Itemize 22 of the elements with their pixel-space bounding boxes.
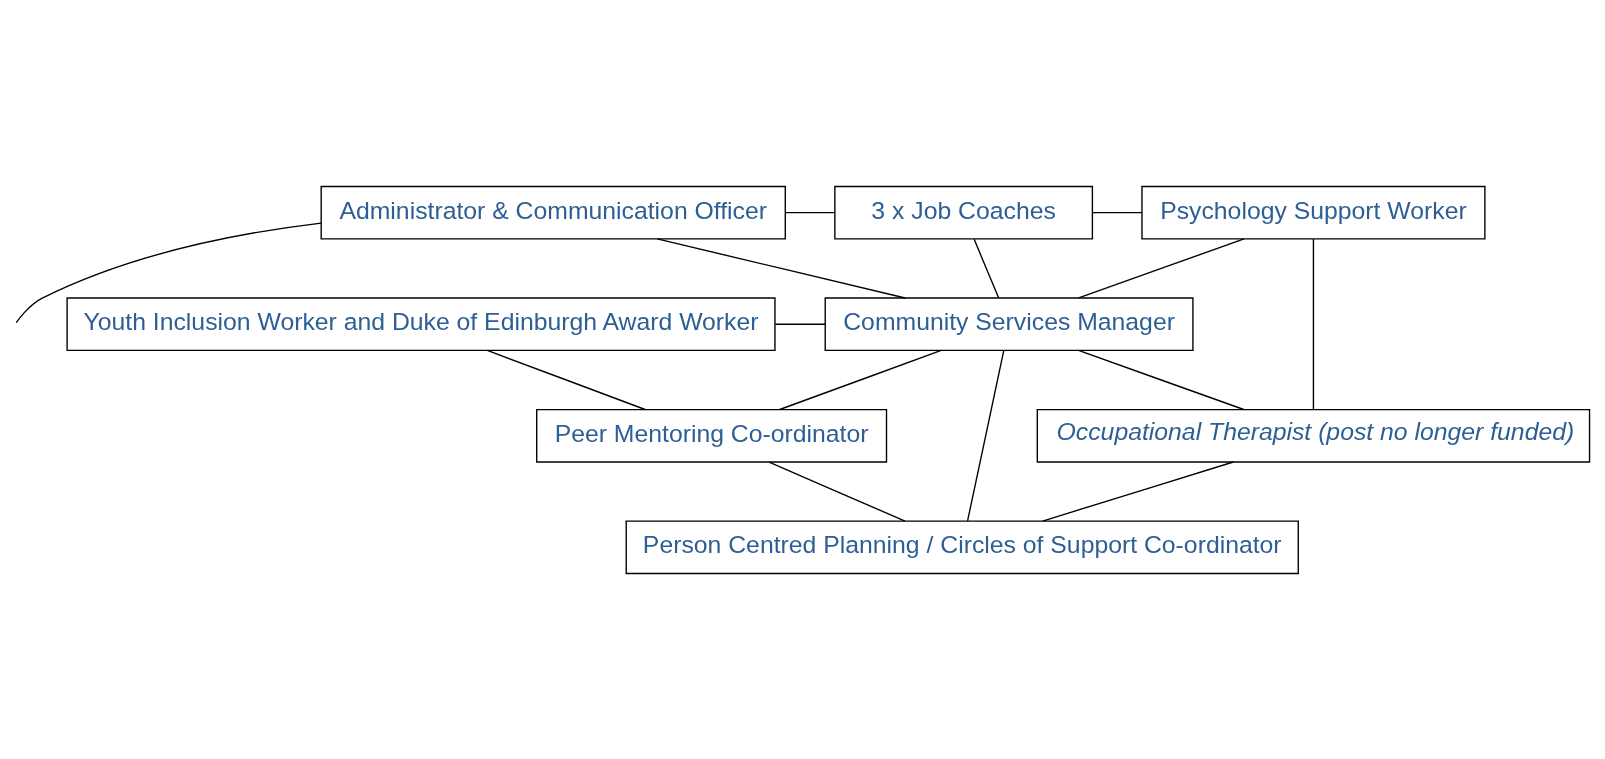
connector xyxy=(486,349,646,410)
connector xyxy=(1092,211,1143,213)
connector xyxy=(768,460,906,522)
connector xyxy=(779,349,942,410)
node-box: Community Services Manager xyxy=(824,296,1194,351)
connector xyxy=(656,237,906,299)
connector xyxy=(774,323,826,325)
node-box: Administrator & Communication Officer xyxy=(320,185,786,240)
connector xyxy=(1078,237,1245,299)
connector xyxy=(15,221,322,323)
node-box: Psychology Support Worker xyxy=(1141,185,1486,240)
connector xyxy=(1312,237,1315,410)
node-box: Person Centred Planning / Circles of Support Co-ordinator xyxy=(625,519,1299,574)
connector xyxy=(1041,460,1234,522)
connector xyxy=(966,349,1005,522)
connector xyxy=(785,211,836,213)
node-box: Occupational Therapist (post no longer funded) xyxy=(1036,408,1591,463)
connector xyxy=(1077,349,1245,410)
node-box: Youth Inclusion Worker and Duke of Edinburgh Award Worker xyxy=(66,296,776,351)
connector xyxy=(973,238,1000,298)
node-box: Peer Mentoring Co-ordinator xyxy=(536,408,888,463)
node-box: 3 x Job Coaches xyxy=(834,185,1094,240)
